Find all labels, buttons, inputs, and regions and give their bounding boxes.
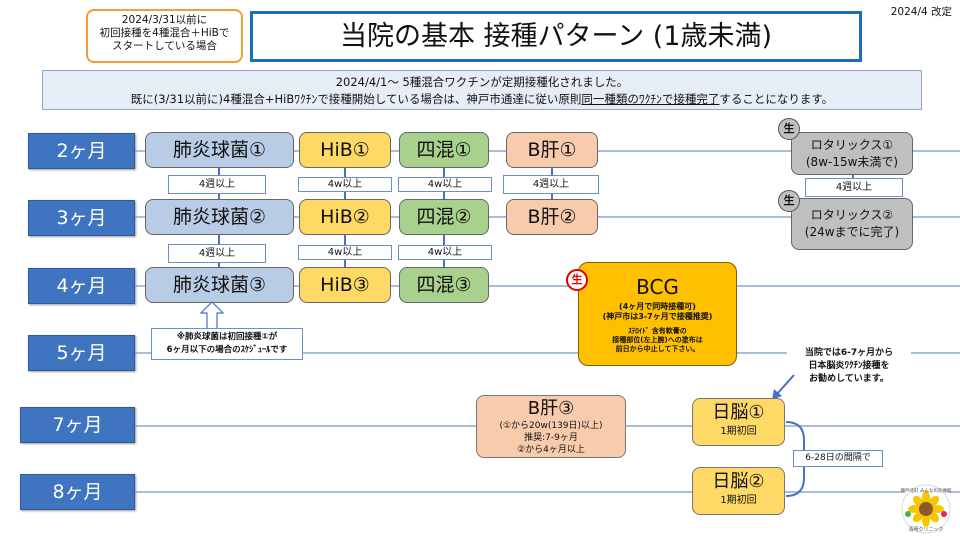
japanese-encephalitis-dose-1: 日脳① 1期初回 xyxy=(692,398,785,446)
notice-underline: 同一種類のﾜｸﾁﾝで接種完了 xyxy=(581,92,720,106)
rotarix-sub: (8w-15w未満で) xyxy=(805,155,899,169)
interval-label: 4週以上 xyxy=(805,178,903,197)
notice-box: 2024/4/1～ 5種混合ワクチンが定期接種化されました。 既に(3/31以前… xyxy=(42,70,922,110)
initial-schedule-note: 2024/3/31以前に 初回接種を4種混合＋HiBで スタートしている場合 xyxy=(86,9,243,63)
rotarix-dose-1: ロタリックス① (8w-15w未満で) xyxy=(791,132,913,175)
hepatitis-b-dose-3: B肝③ (①から20w(139日)以上) 推奨:7-9ヶ月 ②から4ヶ月以上 xyxy=(476,395,626,458)
hepatitis-b-dose-1: B肝① xyxy=(506,132,598,168)
rotarix-dose-2: ロタリックス② (24wまでに完了) xyxy=(791,198,913,250)
hib-dose-3: HiB③ xyxy=(299,267,391,303)
hib-dose-1: HiB① xyxy=(299,132,391,168)
je-sub: 1期初回 xyxy=(720,495,757,506)
sunflower-icon xyxy=(901,484,951,534)
interval-label: 4週以上 xyxy=(168,175,266,194)
bcg-caution: 前日から中止して下さい。 xyxy=(615,345,700,353)
note-line: 当院では6-7ヶ月から xyxy=(804,348,894,358)
clinic-logo: 神戸北町 みんなの診療所 清明クリニック xyxy=(897,484,955,534)
notice-line2: 既に(3/31以前に)4種混合+HiBﾜｸﾁﾝで接種開始している場合は、神戸市通… xyxy=(43,91,921,108)
page-title: 当院の基本 接種パターン (1歳未満) xyxy=(250,11,862,62)
logo-text: 清明クリニック xyxy=(908,527,944,533)
note-line: 2024/3/31以前に xyxy=(121,14,208,26)
pointer-arrow-icon xyxy=(772,374,795,400)
age-3-months: 3ヶ月 xyxy=(28,200,135,236)
dpt-ipv-dose-2: 四混② xyxy=(399,199,489,235)
je-recommendation-note: 当院では6-7ヶ月から 日本脳炎ﾜｸﾁﾝ接種を お勧めしています。 xyxy=(787,347,911,391)
live-vaccine-badge: 生 xyxy=(778,118,800,140)
hepb3-title: B肝③ xyxy=(527,398,575,419)
interval-label: 4週以上 xyxy=(503,175,599,194)
logo-text: 神戸北町 みんなの診療所 xyxy=(900,489,952,494)
interval-label: 4w以上 xyxy=(398,177,492,192)
note-line: お勧めしています。 xyxy=(809,374,889,384)
note-line: 日本脳炎ﾜｸﾁﾝ接種を xyxy=(808,361,890,371)
age-2-months: 2ヶ月 xyxy=(28,133,135,169)
bcg-caution: ｽﾃﾛｲﾄﾞ 含有軟膏の xyxy=(628,327,687,335)
hepb3-line: (①から20w(139日)以上) xyxy=(499,421,603,431)
hepb3-line: 推奨:7-9ヶ月 xyxy=(524,433,578,443)
timeline-line xyxy=(135,285,960,287)
age-4-months: 4ヶ月 xyxy=(28,268,135,304)
rotarix-sub: (24wまでに完了) xyxy=(804,225,900,239)
timeline-line xyxy=(135,352,960,354)
hib-dose-2: HiB② xyxy=(299,199,391,235)
notice-line1: 2024/4/1～ 5種混合ワクチンが定期接種化されました。 xyxy=(335,75,629,89)
bcg-caution: 接種部位(左上腕)への塗布は xyxy=(612,336,703,344)
rotarix-title: ロタリックス① xyxy=(810,138,894,152)
note-line: スタートしている場合 xyxy=(112,40,217,52)
bcg-line: (神戸市は3-7ヶ月で接種推奨) xyxy=(602,312,713,321)
up-arrow-icon xyxy=(200,301,224,331)
je-sub: 1期初回 xyxy=(720,426,757,437)
dpt-ipv-dose-3: 四混③ xyxy=(399,267,489,303)
live-vaccine-badge: 生 xyxy=(566,269,588,291)
age-5-months: 5ヶ月 xyxy=(28,335,135,371)
age-8-months: 8ヶ月 xyxy=(20,474,135,510)
note-line: 6ヶ月以下の場合のｽｹｼﾞｭｰﾙです xyxy=(166,345,288,355)
live-vaccine-badge: 生 xyxy=(778,190,800,212)
rotarix-title: ロタリックス② xyxy=(810,208,894,222)
pneumococcal-dose-1: 肺炎球菌① xyxy=(145,132,294,168)
note-line: 初回接種を4種混合＋HiBで xyxy=(99,27,230,39)
pneumococcal-note: ※肺炎球菌は初回接種①が 6ヶ月以下の場合のｽｹｼﾞｭｰﾙです xyxy=(151,328,303,360)
hepatitis-b-dose-2: B肝② xyxy=(506,199,598,235)
hepb3-line: ②から4ヶ月以上 xyxy=(517,445,585,455)
revision-date: 2024/4 改定 xyxy=(890,6,952,18)
bcg-box: BCG (4ヶ月で同時接種可) (神戸市は3-7ヶ月で接種推奨) ｽﾃﾛｲﾄﾞ … xyxy=(578,262,737,366)
je-title: 日脳① xyxy=(712,402,765,423)
interval-label: 4週以上 xyxy=(168,244,266,263)
dpt-ipv-dose-1: 四混① xyxy=(399,132,489,168)
japanese-encephalitis-dose-2: 日脳② 1期初回 xyxy=(692,467,785,515)
bcg-line: (4ヶ月で同時接種可) xyxy=(619,302,696,311)
notice-text: することになります。 xyxy=(719,92,834,106)
interval-label: 4w以上 xyxy=(398,245,492,260)
je-title: 日脳② xyxy=(712,471,765,492)
je-interval-label: 6-28日の間隔で xyxy=(793,450,883,467)
bcg-title: BCG xyxy=(636,275,679,299)
pneumococcal-dose-3: 肺炎球菌③ xyxy=(145,267,294,303)
timeline-line xyxy=(135,491,960,493)
interval-label: 4w以上 xyxy=(298,177,392,192)
age-7-months: 7ヶ月 xyxy=(20,407,135,443)
pneumococcal-dose-2: 肺炎球菌② xyxy=(145,199,294,235)
note-line: ※肺炎球菌は初回接種①が xyxy=(176,332,278,342)
interval-label: 4w以上 xyxy=(298,245,392,260)
notice-text: 既に(3/31以前に)4種混合+HiBﾜｸﾁﾝで接種開始している場合は、神戸市通… xyxy=(130,92,582,106)
